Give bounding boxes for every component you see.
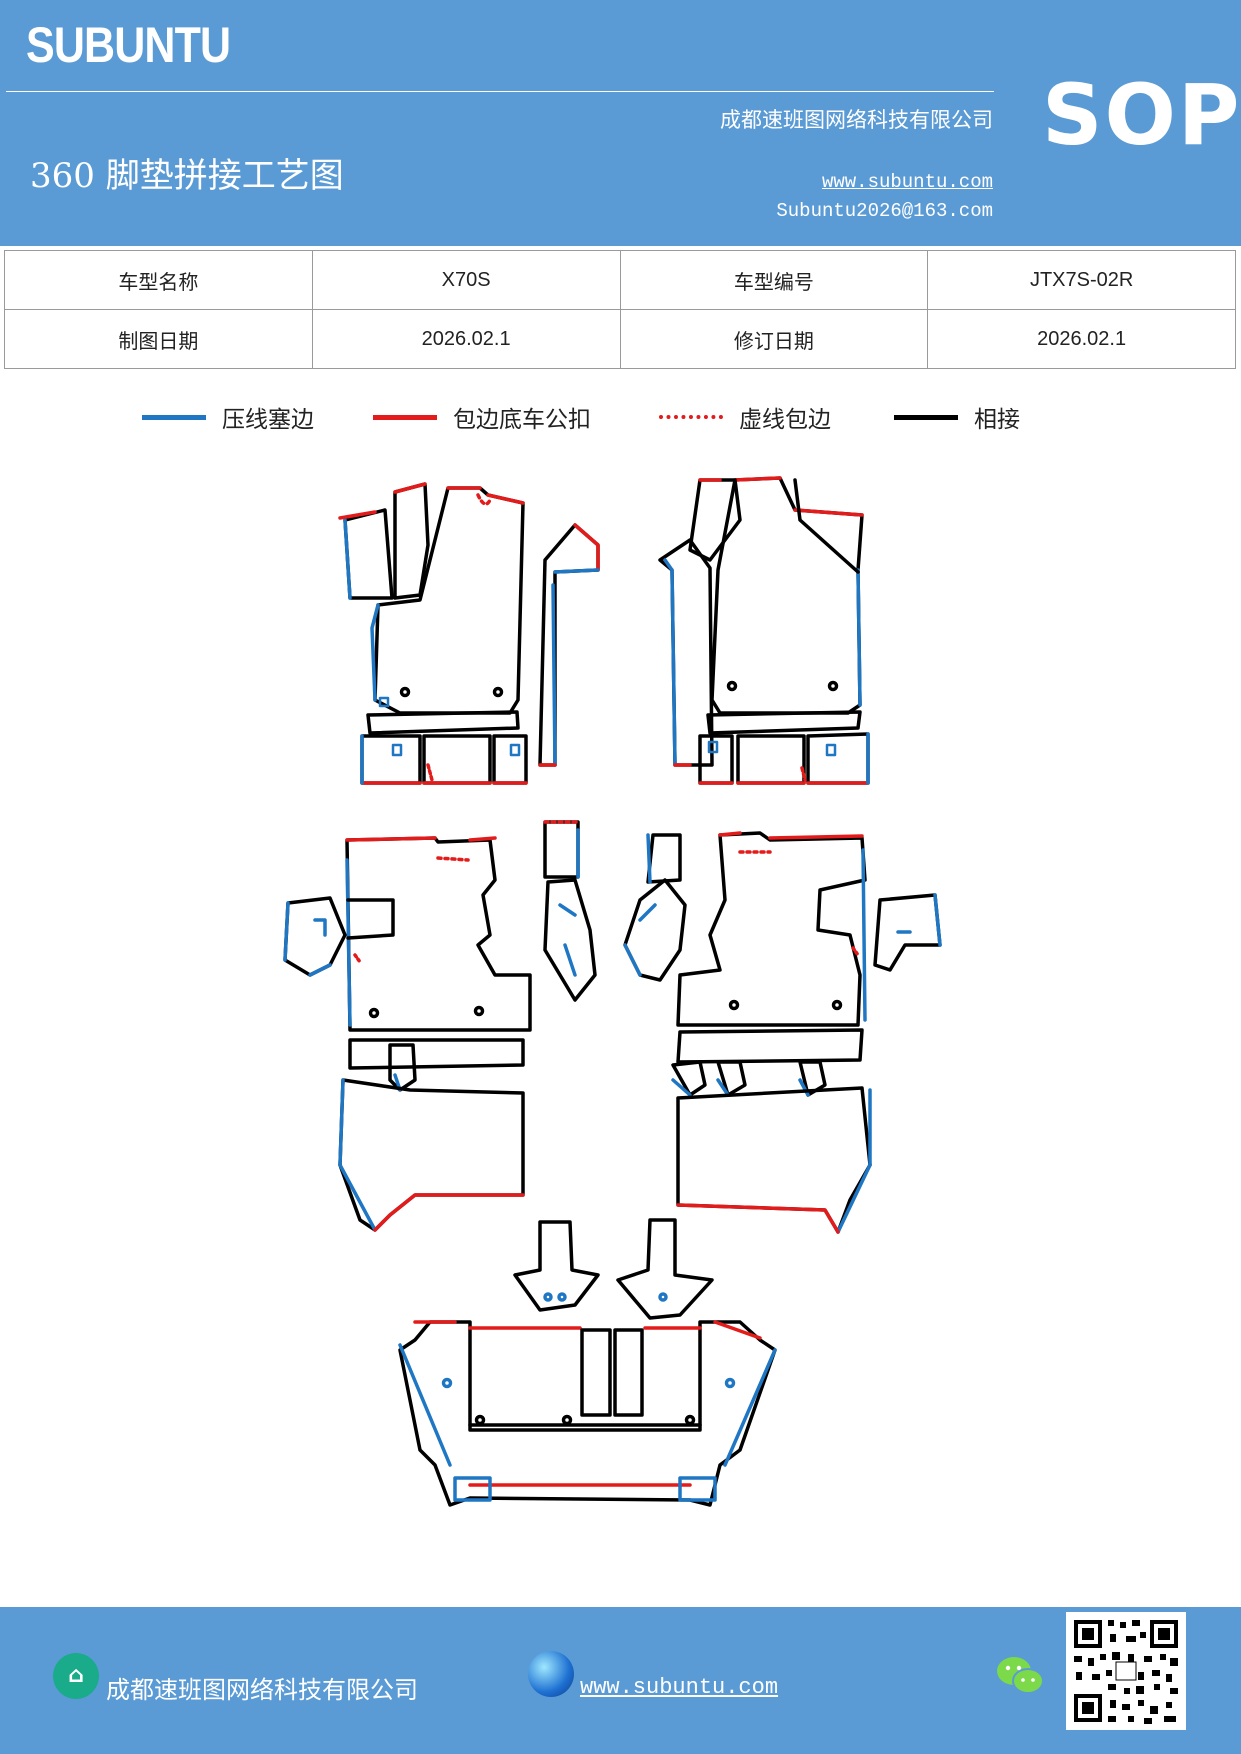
- legend-swatch-blue: [142, 414, 206, 420]
- table-row: 车型名称 X70S 车型编号 JTX7S-02R: [4, 250, 1236, 310]
- page-header: SUBUNTU 成都速班图网络科技有限公司 360 脚垫拼接工艺图 www.su…: [0, 0, 1241, 246]
- legend-label: 相接: [974, 407, 1020, 433]
- header-divider: [6, 91, 994, 92]
- page-footer: ⌂ 成都速班图网络科技有限公司 www.subuntu.com: [0, 1607, 1241, 1754]
- footer-company: 成都速班图网络科技有限公司: [106, 1676, 418, 1704]
- legend-item-dotted-wrap: 虚线包边: [659, 400, 831, 434]
- floor-mat-diagram: [283, 476, 942, 1507]
- brand-logo: SUBUNTU: [26, 17, 231, 73]
- second-row-right-mat: [623, 831, 942, 1234]
- legend-swatch-red: [373, 414, 437, 420]
- model-name-value: X70S: [311, 250, 621, 310]
- legend-label: 压线塞边: [222, 407, 314, 433]
- sop-badge: SOP: [1042, 66, 1241, 164]
- draw-date-label: 制图日期: [4, 309, 313, 369]
- header-website-link[interactable]: www.subuntu.com: [821, 171, 993, 193]
- revise-date-label: 修订日期: [619, 309, 929, 369]
- third-row-mat: [398, 1218, 777, 1507]
- legend-item-wrap-clip: 包边底车公扣: [373, 400, 591, 434]
- building-icon: ⌂: [53, 1653, 99, 1699]
- header-company: 成都速班图网络科技有限公司: [720, 108, 993, 132]
- legend-swatch-black: [894, 414, 958, 420]
- driver-front-mat: [338, 482, 600, 785]
- model-code-value: JTX7S-02R: [927, 250, 1236, 310]
- passenger-front-mat: [658, 476, 870, 785]
- header-email: Subuntu2026@163.com: [776, 200, 993, 222]
- info-table: 车型名称 X70S 车型编号 JTX7S-02R 制图日期 2026.02.1 …: [4, 250, 1236, 369]
- model-name-label: 车型名称: [4, 250, 313, 310]
- legend-item-press-edge: 压线塞边: [142, 400, 314, 434]
- footer-website-link[interactable]: www.subuntu.com: [580, 1675, 779, 1700]
- globe-icon: [528, 1651, 574, 1697]
- table-row: 制图日期 2026.02.1 修订日期 2026.02.1: [4, 309, 1236, 369]
- second-row-left-mat: [283, 820, 597, 1232]
- legend-label: 包边底车公扣: [453, 407, 591, 433]
- page-title: 360 脚垫拼接工艺图: [30, 156, 344, 196]
- draw-date-value: 2026.02.1: [311, 309, 621, 369]
- model-code-label: 车型编号: [619, 250, 929, 310]
- revise-date-value: 2026.02.1: [927, 309, 1236, 369]
- legend-item-join: 相接: [894, 400, 1020, 434]
- legend-swatch-red-dotted: [659, 415, 723, 419]
- legend-label: 虚线包边: [739, 407, 831, 433]
- qr-code-icon: [1066, 1612, 1186, 1730]
- wechat-icon: [997, 1657, 1044, 1694]
